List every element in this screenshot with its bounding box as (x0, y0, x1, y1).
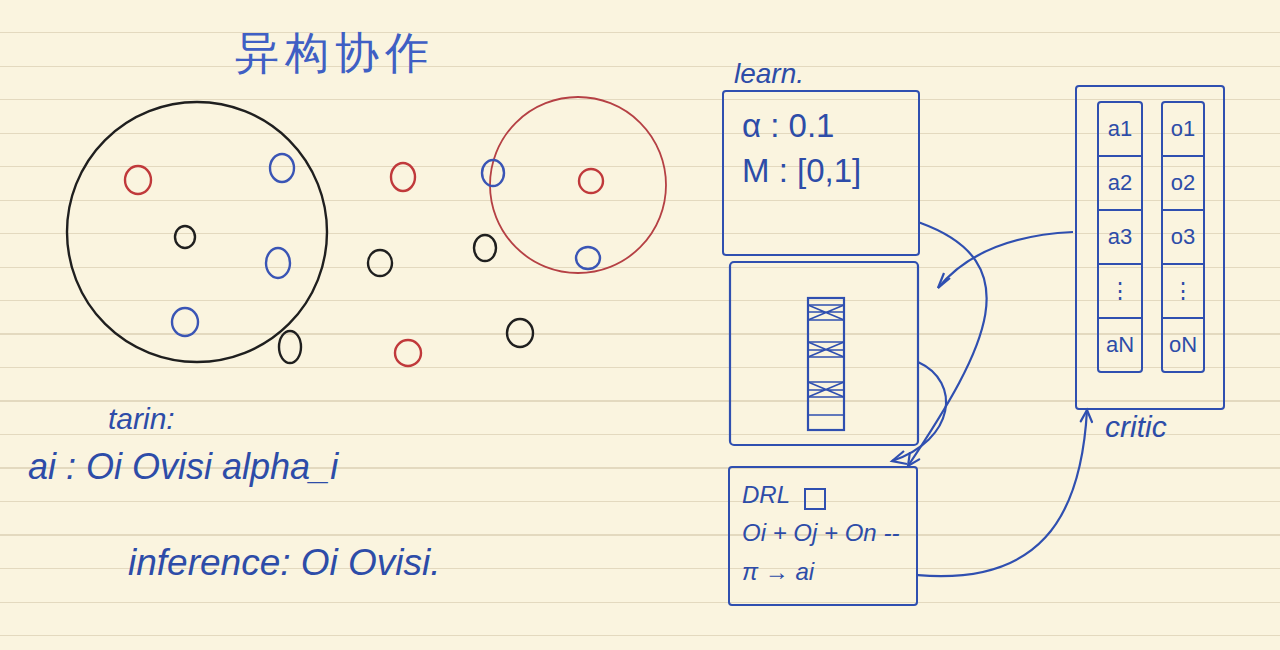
learn-box: learn.α : 0.1M : [0,1] (722, 90, 920, 256)
buffer-box (730, 262, 918, 445)
action-column: a1a2a3⋮aN (1097, 101, 1143, 373)
table-cell: a1 (1099, 103, 1141, 157)
agent-dot (368, 250, 392, 276)
agent-dot (579, 169, 603, 193)
param-text: α : 0.1 (742, 104, 900, 149)
drl-box: DRL Oi + Oj + On --π → ai (728, 466, 918, 606)
connector-arrow (918, 410, 1092, 576)
table-cell: o3 (1163, 211, 1203, 265)
table-cell: oN (1163, 319, 1203, 371)
agent-dot (391, 163, 415, 191)
table-cell: ⋮ (1163, 265, 1203, 319)
flow-arrow (938, 232, 1073, 288)
table-cell: o1 (1163, 103, 1203, 157)
connector-line (908, 223, 987, 466)
observation-column: o1o2o3⋮oN (1161, 101, 1205, 373)
agent-dot (279, 331, 301, 363)
agent-dot (576, 247, 600, 269)
arrow-head (938, 273, 950, 288)
group-circle (67, 102, 327, 362)
agent-dot (507, 319, 533, 347)
table-cell: o2 (1163, 157, 1203, 211)
param-text: M : [0,1] (742, 149, 900, 194)
small-square (804, 488, 826, 510)
critic-box: critica1a2a3⋮aNo1o2o3⋮oN (1075, 85, 1225, 410)
hatched-slot (808, 305, 844, 397)
agent-dot (175, 226, 195, 248)
box-heading: critic (1105, 410, 1167, 444)
heading-row: DRL (742, 476, 904, 514)
note-text: ai : Oi Ovisi alpha_i (28, 446, 338, 488)
table-cell: aN (1099, 319, 1141, 371)
agent-dot (474, 235, 496, 261)
flow-arrow (892, 362, 946, 461)
arrow-head (1081, 410, 1092, 422)
note-text: inference: Oi Ovisi. (128, 542, 441, 584)
buffer-stack (808, 298, 844, 430)
formula-text: Oi + Oj + On -- (742, 514, 904, 552)
agent-dot (266, 248, 290, 278)
slot-line (808, 305, 844, 415)
arrow-head (892, 451, 907, 464)
box-heading: DRL (742, 481, 790, 508)
agent-dot (395, 340, 421, 366)
connector-line (918, 410, 1087, 576)
table-cell: ⋮ (1099, 265, 1141, 319)
agent-dot (172, 308, 198, 336)
section-label: tarin: (108, 402, 175, 436)
agent-dot (125, 166, 151, 194)
table-cell: a3 (1099, 211, 1141, 265)
formula-text: π → ai (742, 553, 904, 591)
group-circle (490, 97, 666, 273)
connector-arrow (908, 223, 987, 466)
agent-dot (270, 154, 294, 182)
arrow-head (908, 453, 919, 466)
title-text: 异构协作 (235, 24, 435, 83)
box-heading: learn. (734, 58, 804, 90)
agent-dot (482, 160, 504, 186)
table-cell: a2 (1099, 157, 1141, 211)
